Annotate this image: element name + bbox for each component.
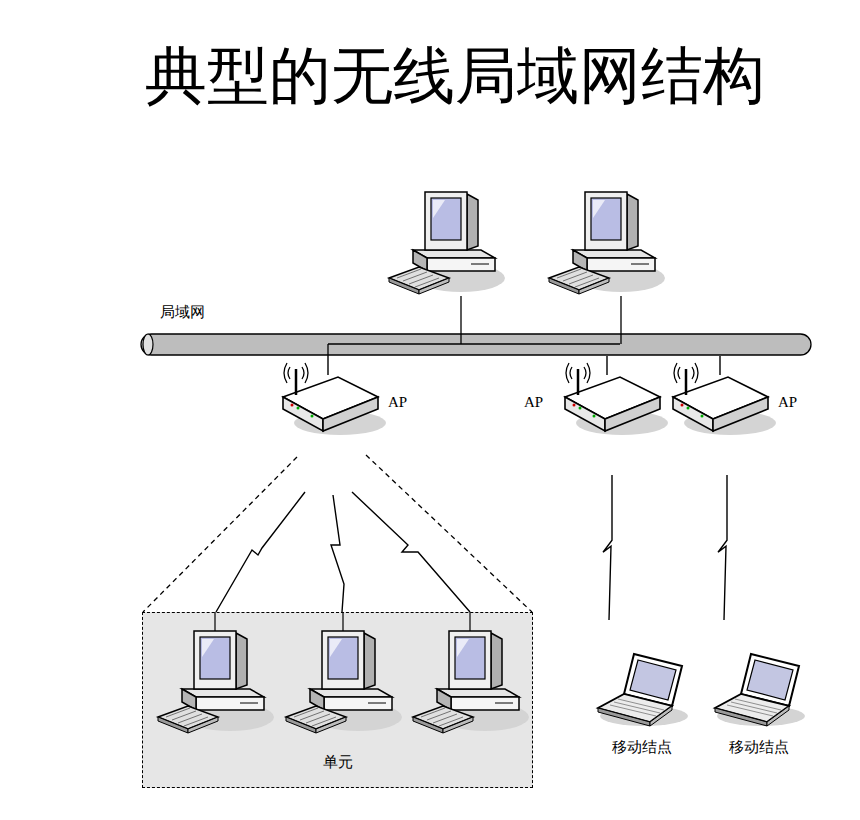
bus-pipe — [140, 333, 812, 356]
access-point-icon — [560, 365, 670, 445]
wired-link — [327, 356, 328, 375]
laptop-icon — [709, 650, 809, 730]
node-label: 移动结点 — [592, 738, 692, 756]
access-point: AP — [520, 375, 670, 450]
mobile-node: 移动结点 — [709, 620, 809, 765]
wireless-cell: 单元 — [142, 612, 533, 788]
node-label: 单元 — [143, 753, 532, 771]
access-point: AP — [668, 375, 818, 450]
device-label: AP — [388, 393, 407, 411]
access-point-icon — [668, 365, 778, 445]
wireless-link — [718, 475, 727, 620]
wireless-link — [603, 475, 612, 620]
access-point: AP — [278, 375, 428, 450]
lan-bus: 局域网 — [140, 333, 812, 356]
wired-link — [606, 356, 607, 375]
device-label: AP — [524, 393, 543, 411]
network-label: 局域网 — [160, 303, 205, 321]
node-label: 移动结点 — [709, 738, 809, 756]
wired-link — [719, 356, 720, 375]
device-label: AP — [778, 393, 797, 411]
title-block: 典型的无线局域网结构 — [50, 34, 860, 118]
access-point-icon — [278, 365, 388, 445]
laptop-icon — [592, 650, 692, 730]
diagram-title: 典型的无线局域网结构 — [145, 39, 765, 112]
mobile-node: 移动结点 — [592, 620, 692, 765]
